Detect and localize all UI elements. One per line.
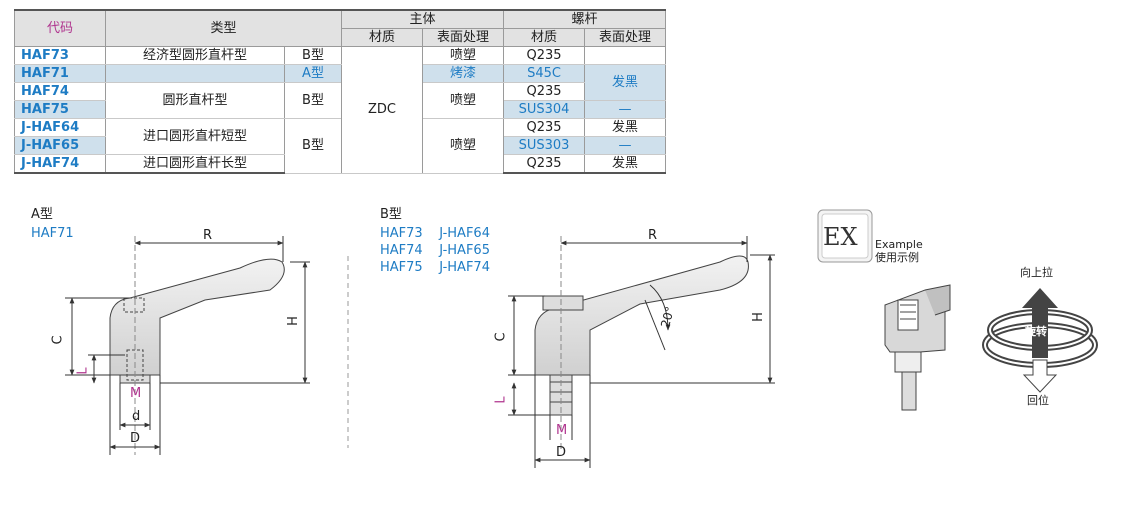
subtype-cell: B型 bbox=[284, 118, 342, 174]
header-screw-material: 材质 bbox=[503, 28, 585, 47]
code-cell: HAF71 bbox=[14, 64, 106, 83]
diagram-b-title: B型 bbox=[380, 207, 402, 222]
subtype-cell: B型 bbox=[284, 46, 342, 65]
body-material-cell: ZDC bbox=[341, 46, 423, 174]
subtype-cell: A型 bbox=[284, 64, 342, 83]
dim-a-h: H bbox=[285, 316, 301, 326]
screw-material-cell: Q235 bbox=[503, 46, 585, 65]
dim-b-c: C bbox=[493, 332, 509, 342]
diagram-a-model: HAF71 bbox=[31, 226, 74, 241]
header-code: 代码 bbox=[14, 9, 106, 47]
screw-surface-cell: 发黑 bbox=[584, 154, 666, 174]
dim-a-m: M bbox=[130, 386, 142, 401]
table-row: J-HAF65 SUS303 — bbox=[14, 136, 666, 155]
dims-a bbox=[65, 236, 310, 455]
screw-material-cell: Q235 bbox=[503, 154, 585, 174]
screw-surface-cell: — bbox=[584, 100, 666, 119]
diagram-b-models-1: HAF73 J-HAF64 bbox=[380, 226, 490, 241]
diagram-b-models-2: HAF74 J-HAF65 bbox=[380, 243, 490, 258]
body-surface-cell: 烤漆 bbox=[422, 64, 504, 83]
dim-a-d-large: D bbox=[130, 431, 141, 446]
header-screw: 螺杆 bbox=[503, 9, 666, 29]
dim-b-m: M bbox=[556, 423, 568, 438]
type-cell bbox=[105, 64, 285, 83]
code-cell: J-HAF65 bbox=[14, 136, 106, 155]
body-surface-cell: 喷塑 bbox=[422, 82, 504, 119]
header-body-material: 材质 bbox=[341, 28, 423, 47]
code-cell: J-HAF64 bbox=[14, 118, 106, 137]
type-cell: 圆形直杆型 bbox=[105, 82, 285, 119]
code-cell: HAF75 bbox=[14, 100, 106, 119]
header-body-surface: 表面处理 bbox=[422, 28, 504, 47]
table-row: HAF73 经济型圆形直杆型 B型 ZDC 喷塑 Q235 bbox=[14, 46, 666, 174]
table-row: J-HAF64 进口圆形直杆短型 B型 喷塑 Q235 发黑 bbox=[14, 118, 666, 174]
code-cell: J-HAF74 bbox=[14, 154, 106, 174]
dim-a-d-small: d bbox=[132, 409, 141, 424]
header-body: 主体 bbox=[341, 9, 504, 29]
table-row: HAF71 A型 烤漆 S45C 发黑 bbox=[14, 64, 666, 101]
screw-surface-cell: — bbox=[584, 136, 666, 155]
dim-b-r: R bbox=[648, 228, 658, 243]
screw-material-cell: SUS304 bbox=[503, 100, 585, 119]
screw-material-cell: S45C bbox=[503, 64, 585, 83]
table-row: HAF74 圆形直杆型 B型 喷塑 Q235 bbox=[14, 82, 666, 119]
type-cell: 经济型圆形直杆型 bbox=[105, 46, 285, 65]
table-row: J-HAF74 进口圆形直杆长型 Q235 发黑 bbox=[14, 154, 666, 174]
body-surface-cell: 喷塑 bbox=[422, 46, 504, 65]
pull-up-label: 向上拉 bbox=[1020, 266, 1053, 279]
handle-a-drawing bbox=[109, 236, 285, 455]
dim-a-c: C bbox=[50, 335, 66, 345]
type-cell: 进口圆形直杆长型 bbox=[105, 154, 285, 174]
screw-surface-cell: 发黑 bbox=[584, 64, 666, 101]
dim-a-r: R bbox=[203, 228, 213, 243]
pull-rotate-icon bbox=[982, 288, 1098, 393]
diagram-b-models-3: HAF75 J-HAF74 bbox=[380, 260, 490, 275]
handle-b-drawing bbox=[534, 236, 749, 450]
header-screw-surface: 表面处理 bbox=[584, 28, 666, 47]
type-cell: 进口圆形直杆短型 bbox=[105, 118, 285, 155]
dim-b-h: H bbox=[750, 312, 766, 322]
example-label-en: Example bbox=[875, 238, 923, 251]
diagram-a-title: A型 bbox=[31, 207, 53, 222]
body-material-value: ZDC bbox=[368, 102, 396, 118]
spec-table: 代码 类型 主体 螺杆 材质 表面处理 材质 表面处理 HAF73 经济型圆形直… bbox=[14, 9, 666, 174]
screw-surface-cell bbox=[584, 46, 666, 65]
dim-b-d: D bbox=[556, 445, 567, 460]
ex-badge-text: EX bbox=[823, 223, 858, 251]
dim-a-l: L bbox=[75, 367, 91, 375]
example-badge bbox=[817, 209, 873, 263]
subtype-cell: B型 bbox=[284, 82, 342, 119]
rotate-label: 旋转 bbox=[1025, 325, 1047, 338]
return-label: 回位 bbox=[1027, 394, 1049, 407]
dim-b-l: L bbox=[493, 396, 509, 404]
dims-b bbox=[508, 236, 775, 468]
code-cell: HAF74 bbox=[14, 82, 106, 101]
screw-material-cell: SUS303 bbox=[503, 136, 585, 155]
example-label-cn: 使用示例 bbox=[875, 251, 919, 264]
example-section-drawing bbox=[884, 284, 951, 411]
table-row: HAF75 SUS304 — bbox=[14, 100, 666, 119]
screw-surface-cell: 发黑 bbox=[584, 118, 666, 137]
code-cell: HAF73 bbox=[14, 46, 106, 65]
screw-material-cell: Q235 bbox=[503, 82, 585, 101]
